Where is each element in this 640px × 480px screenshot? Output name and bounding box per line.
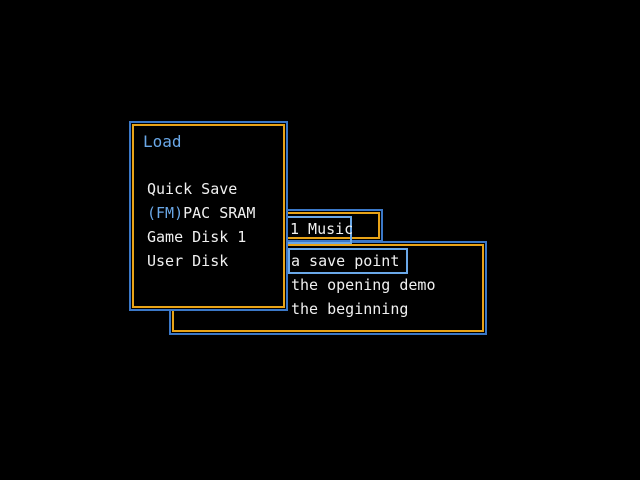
- load-item-quick-save[interactable]: Quick Save: [147, 180, 238, 198]
- load-item-game-disk[interactable]: Game Disk 1: [147, 228, 247, 246]
- load-item-pac-sram[interactable]: (FM)PAC SRAM: [147, 204, 255, 222]
- fm-prefix: (FM): [147, 204, 184, 222]
- load-window: Load Quick Save (FM)PAC SRAM Game Disk 1…: [129, 121, 288, 311]
- option-opening-demo[interactable]: the opening demo: [291, 276, 436, 294]
- option-save-point[interactable]: a save point: [291, 252, 400, 270]
- pac-sram-label: PAC SRAM: [183, 204, 256, 222]
- load-title: Load: [143, 132, 182, 151]
- selection-cursor: [288, 248, 408, 274]
- music-option[interactable]: 1 Music: [290, 220, 354, 238]
- load-item-user-disk[interactable]: User Disk: [147, 252, 229, 270]
- option-beginning[interactable]: the beginning: [291, 300, 409, 318]
- start-menu-window: a save point the opening demo the beginn…: [169, 241, 487, 335]
